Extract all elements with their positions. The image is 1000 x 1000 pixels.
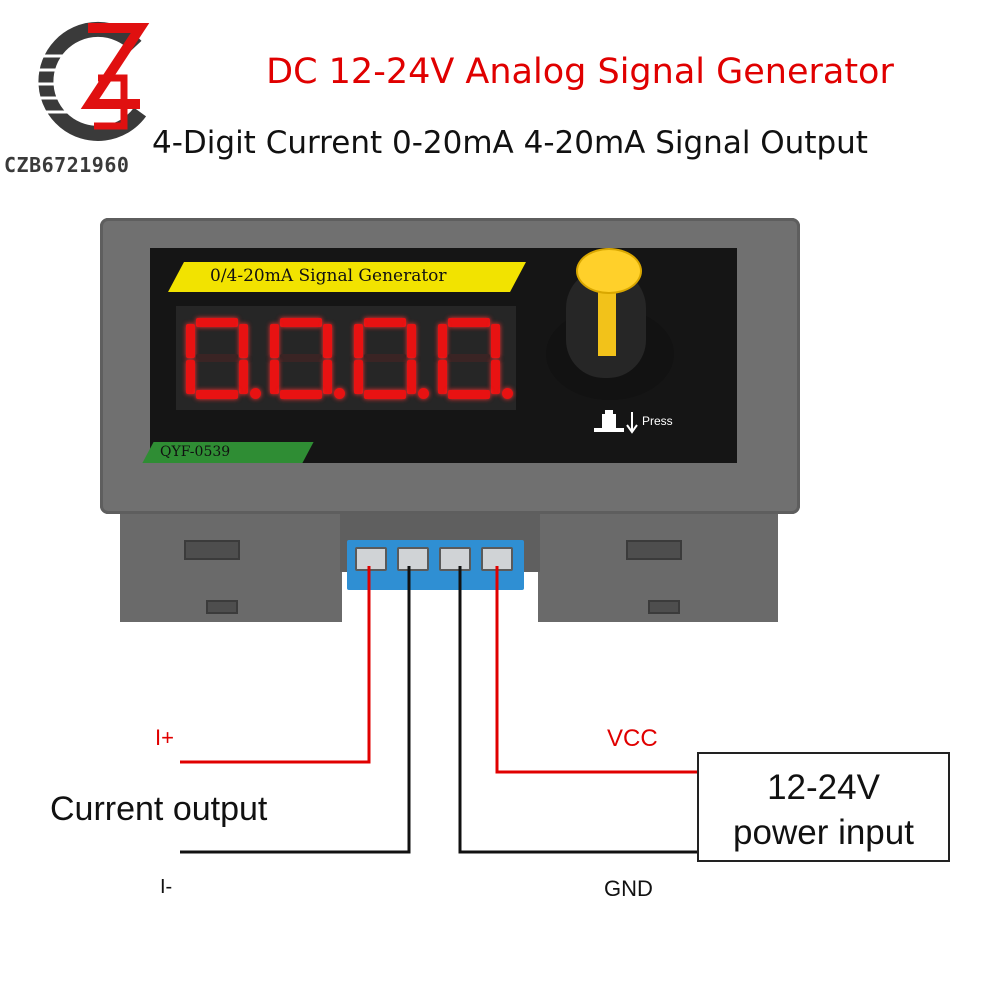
led-digit [270, 318, 345, 399]
i-plus-label: I+ [155, 725, 174, 750]
power-input-box [697, 752, 950, 862]
page-subtitle: 4-Digit Current 0-20mA 4-20mA Signal Out… [152, 125, 868, 161]
mounting-clip-right-lower [648, 600, 680, 614]
page-title: DC 12-24V Analog Signal Generator [266, 52, 894, 92]
knob-indicator [598, 286, 616, 356]
mounting-clip-left-lower [206, 600, 238, 614]
led-digit [438, 318, 513, 399]
current-output-label: Current output [50, 790, 268, 828]
terminal-screw [355, 547, 387, 571]
terminal-screw [397, 547, 429, 571]
gnd-label: GND [604, 876, 653, 901]
wire-gnd [458, 566, 697, 854]
brand-logo-icon [34, 21, 150, 141]
brand-text: CZB6721960 [4, 153, 130, 177]
power-voltage-label: 12-24V [767, 768, 880, 807]
press-label: Press [642, 414, 673, 428]
wire-i-minus [180, 566, 411, 854]
knob-cap[interactable] [576, 248, 642, 294]
panel-label: 0/4-20mA Signal Generator [210, 266, 447, 286]
terminal-screw [439, 547, 471, 571]
led-digit [186, 318, 261, 399]
wire-i-plus [180, 566, 371, 764]
model-label: QYF-0539 [160, 444, 231, 460]
mounting-clip-right [626, 540, 682, 560]
vcc-label: VCC [607, 725, 658, 752]
press-icon [594, 410, 638, 434]
led-digit [354, 318, 429, 399]
mounting-clip-left [184, 540, 240, 560]
wire-vcc [495, 566, 697, 774]
i-minus-label: I- [160, 876, 173, 898]
power-input-label: power input [733, 813, 914, 852]
